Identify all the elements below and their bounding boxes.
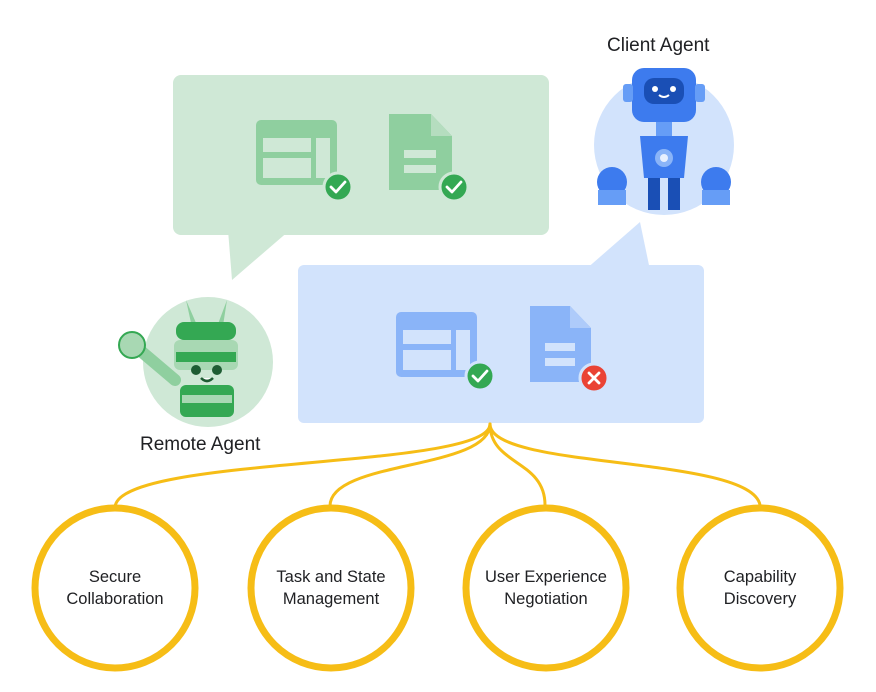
document-icon bbox=[389, 114, 452, 190]
capability-circle-ux-negotiation bbox=[462, 504, 630, 672]
remote-agent-bubble bbox=[173, 75, 549, 280]
capability-task-state-management: Task and State Management bbox=[256, 566, 406, 610]
check-badge-icon bbox=[322, 171, 354, 203]
error-badge-icon bbox=[578, 362, 610, 394]
capability-line: Collaboration bbox=[66, 590, 164, 608]
capability-ux-negotiation: User Experience Negotiation bbox=[471, 566, 621, 610]
capability-line: Management bbox=[282, 590, 380, 608]
capability-line: User Experience bbox=[485, 568, 607, 586]
document-icon bbox=[530, 306, 591, 382]
capability-line: Task and State bbox=[276, 568, 386, 586]
layout-icon bbox=[396, 312, 477, 377]
capability-line: Negotiation bbox=[504, 590, 588, 608]
check-badge-icon bbox=[438, 171, 470, 203]
capability-circle-secure-collaboration bbox=[31, 504, 199, 672]
capability-line: Secure bbox=[88, 568, 142, 586]
capability-circles bbox=[31, 504, 844, 672]
capability-circle-capability-discovery bbox=[676, 504, 844, 672]
check-badge-icon bbox=[464, 360, 496, 392]
capability-circle-task-state-management bbox=[247, 504, 415, 672]
client-agent-avatar bbox=[594, 68, 734, 215]
capability-secure-collaboration: Secure Collaboration bbox=[40, 566, 190, 610]
capability-capability-discovery: Capability Discovery bbox=[685, 566, 835, 610]
capability-line: Capability bbox=[723, 568, 797, 586]
client-agent-label: Client Agent bbox=[607, 35, 710, 56]
remote-agent-label: Remote Agent bbox=[140, 434, 261, 455]
client-agent-bubble bbox=[298, 222, 704, 423]
connector-lines bbox=[113, 422, 762, 509]
capability-line: Discovery bbox=[723, 590, 797, 608]
remote-agent-avatar bbox=[118, 297, 273, 427]
layout-icon bbox=[256, 120, 337, 185]
